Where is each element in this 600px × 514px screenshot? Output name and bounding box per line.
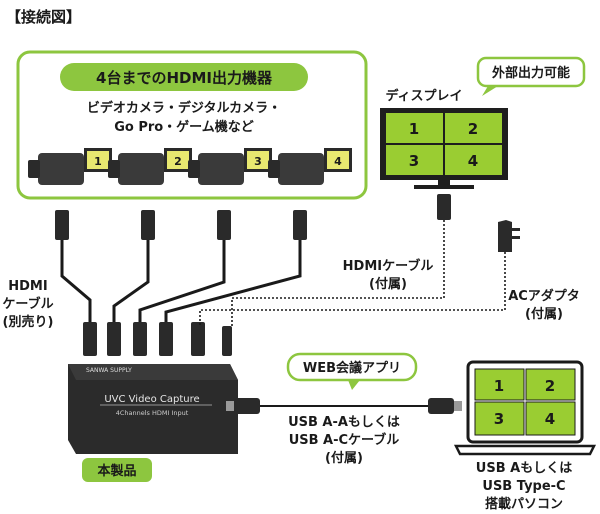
hdmi-left-line2: ケーブル bbox=[2, 296, 53, 312]
display-label: ディスプレイ bbox=[385, 88, 462, 104]
display-q4-label: 4 bbox=[468, 152, 478, 170]
display-badge-tail bbox=[482, 86, 498, 96]
device-body bbox=[68, 364, 238, 454]
display-quadrant-3 bbox=[386, 145, 443, 175]
ac-adapter-line2: (付属) bbox=[525, 306, 563, 322]
hdmi-cable-line2: (付属) bbox=[369, 276, 407, 292]
ac-adapter-cable bbox=[199, 252, 506, 326]
hdmi-cable-line1: HDMIケーブル bbox=[343, 258, 434, 274]
camera-4-icon: 4 bbox=[268, 148, 352, 185]
camera-3-icon: 3 bbox=[188, 148, 272, 185]
usb-cable-line2: USB A-Cケーブル bbox=[289, 432, 400, 448]
display-stand-base bbox=[414, 185, 474, 189]
laptop-quadrant-4 bbox=[525, 401, 576, 436]
sources-desc-line2: Go Pro・ゲーム機など bbox=[114, 119, 254, 135]
camera-1-number: 1 bbox=[94, 155, 102, 168]
camera-2-number: 2 bbox=[174, 155, 182, 168]
usb-plug-right bbox=[428, 398, 454, 414]
camera-4-number: 4 bbox=[334, 155, 342, 168]
display-quadrant-2 bbox=[445, 113, 502, 143]
web-app-badge-tail bbox=[348, 380, 360, 390]
hdmi-cables-sources bbox=[60, 240, 302, 322]
display-hdmi-cable bbox=[231, 220, 445, 326]
laptop-q1-label: 1 bbox=[494, 377, 504, 395]
usb-cable-line1: USB A-Aもしくは bbox=[288, 415, 400, 430]
sources-desc-line1: ビデオカメラ・デジタルカメラ・ bbox=[87, 100, 281, 116]
display-quadrant-4 bbox=[445, 145, 502, 175]
device-badge bbox=[82, 458, 152, 482]
device-badge-text: 本製品 bbox=[97, 463, 136, 479]
device-brand: SANWA SUPPLY bbox=[86, 367, 132, 374]
usb-plug-left bbox=[234, 398, 260, 414]
sources-heading: 4台までのHDMI出力機器 bbox=[96, 69, 273, 87]
laptop-line2: USB Type-C bbox=[482, 479, 565, 494]
camera-2-icon: 2 bbox=[108, 148, 192, 185]
display-quadrant-1 bbox=[386, 113, 443, 143]
laptop-q3-label: 3 bbox=[494, 410, 504, 428]
device-title: UVC Video Capture bbox=[104, 394, 199, 405]
hdmi-plugs-bottom bbox=[83, 322, 232, 356]
display-badge bbox=[476, 56, 586, 88]
display-hdmi-plug bbox=[437, 194, 451, 220]
web-app-label: WEB会議アプリ bbox=[303, 360, 401, 376]
display-q1-label: 1 bbox=[409, 120, 419, 138]
hdmi-plugs-top bbox=[55, 210, 307, 240]
display-badge-text: 外部出力可能 bbox=[491, 65, 570, 81]
camera-1-icon: 1 bbox=[28, 148, 112, 185]
ac-adapter-prong-1 bbox=[512, 228, 520, 231]
device-top-edge bbox=[68, 364, 238, 380]
laptop-base bbox=[453, 444, 597, 456]
diagram-title: 【接続図】 bbox=[6, 8, 81, 26]
laptop-line1: USB Aもしくは bbox=[476, 461, 572, 476]
hdmi-left-line3: (別売り) bbox=[3, 314, 54, 330]
laptop-q4-label: 4 bbox=[545, 410, 555, 428]
display-stand-neck bbox=[438, 180, 450, 185]
laptop-line3: 搭載パソコン bbox=[485, 496, 563, 512]
laptop-q2-label: 2 bbox=[545, 377, 555, 395]
laptop-quadrant-1 bbox=[474, 368, 525, 401]
laptop-quadrant-3 bbox=[474, 401, 525, 436]
display-q3-label: 3 bbox=[409, 152, 419, 170]
usb-plug-left-tip bbox=[226, 401, 234, 411]
camera-3-number: 3 bbox=[254, 155, 262, 168]
sources-heading-pill bbox=[60, 63, 308, 91]
hdmi-left-line1: HDMI bbox=[8, 279, 47, 294]
usb-cable-line3: (付属) bbox=[325, 450, 363, 466]
ac-adapter-icon bbox=[498, 220, 512, 252]
ac-adapter-line1: ACアダプタ bbox=[508, 288, 580, 304]
ac-adapter-prong-2 bbox=[512, 236, 520, 239]
usb-plug-right-tip bbox=[454, 401, 462, 411]
laptop-quadrant-2 bbox=[525, 368, 576, 401]
device-subtitle: 4Channels HDMI Input bbox=[116, 409, 189, 417]
display-q2-label: 2 bbox=[468, 120, 478, 138]
